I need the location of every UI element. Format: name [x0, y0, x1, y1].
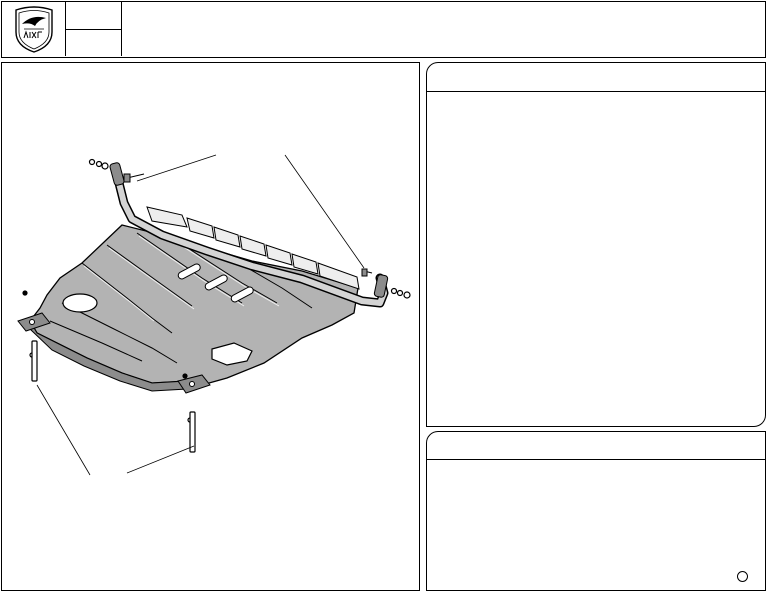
code-cell — [66, 2, 122, 30]
crossbar-tube-icon — [112, 170, 389, 308]
shield-crest-logo-icon — [15, 6, 53, 53]
parts-panel-header-rule — [427, 459, 765, 460]
info-panel-header-rule — [427, 91, 765, 92]
washer-icon — [22, 158, 411, 423]
logo-cell — [2, 2, 66, 56]
title-block — [1, 1, 766, 58]
bolt-icon — [123, 173, 373, 277]
assembly-drawing-panel — [1, 62, 420, 591]
skid-plate-icon — [17, 154, 411, 476]
info-panel — [426, 62, 766, 427]
code-cell-secondary — [66, 30, 122, 56]
parts-panel — [426, 431, 766, 591]
title-cell — [122, 2, 765, 56]
page-marker-icon — [737, 571, 748, 582]
